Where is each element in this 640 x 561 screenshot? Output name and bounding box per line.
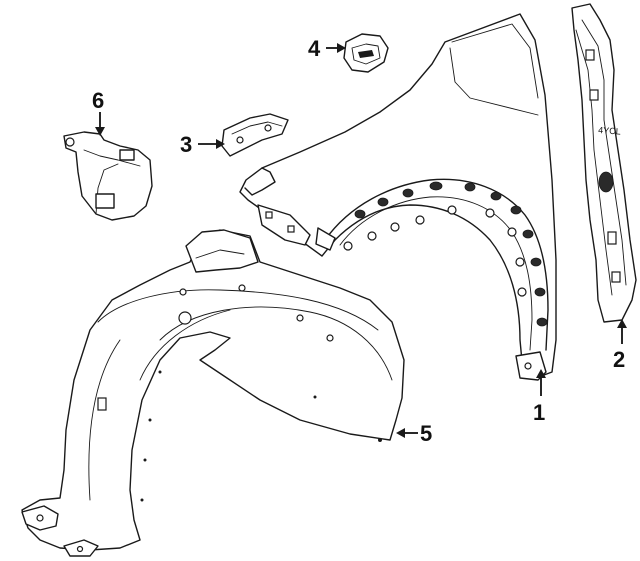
callout-label-4: 4 <box>308 36 321 61</box>
callout-5: 5 <box>396 421 432 446</box>
callout-label-2: 2 <box>613 347 625 372</box>
callout-1: 1 <box>533 369 546 425</box>
callout-3: 3 <box>180 132 225 157</box>
retainer-part <box>343 33 389 73</box>
callout-6: 6 <box>92 88 105 136</box>
callout-label-6: 6 <box>92 88 104 113</box>
reservoir-part <box>63 131 153 221</box>
wheelhouse-liner-part <box>21 229 405 557</box>
callout-2: 2 <box>613 319 627 372</box>
callout-label-5: 5 <box>420 421 432 446</box>
arch-clips <box>343 181 548 327</box>
callout-label-1: 1 <box>533 400 545 425</box>
fender-bracket-part: 4YCL <box>571 3 637 323</box>
callout-label-3: 3 <box>180 132 192 157</box>
callout-4: 4 <box>308 36 346 61</box>
fender-part <box>239 13 557 381</box>
small-bracket-part <box>221 113 289 157</box>
bracket-stamp: 4YCL <box>598 125 621 137</box>
